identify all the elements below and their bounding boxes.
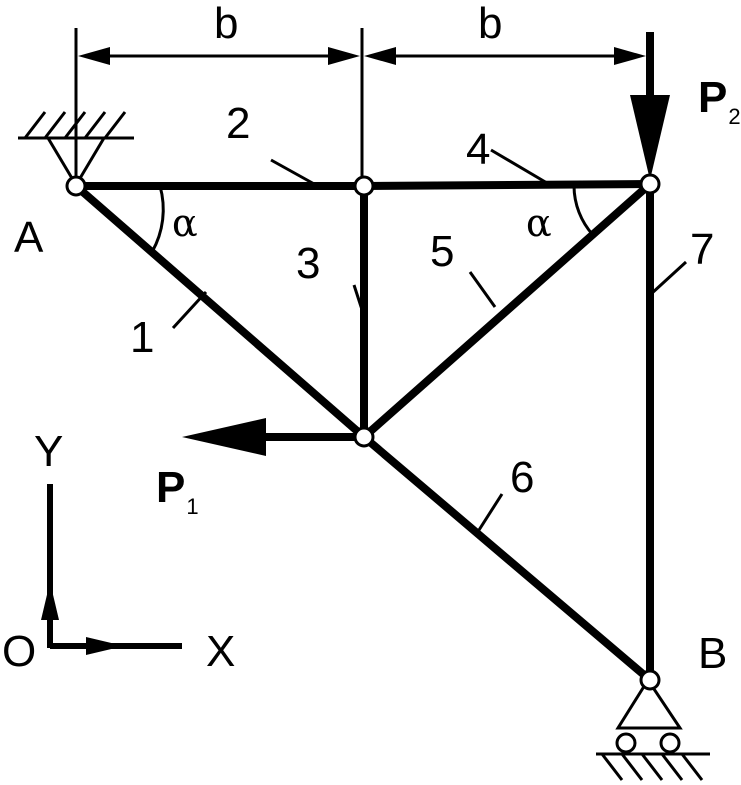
member-leader-lines xyxy=(171,148,688,531)
truss-joints xyxy=(65,173,661,691)
dimension-line-left xyxy=(78,47,360,65)
member-label-5: 5 xyxy=(430,227,455,276)
coordinate-axes xyxy=(41,484,182,655)
load-arrow-p2 xyxy=(630,32,670,180)
member-label-1: 1 xyxy=(130,313,155,362)
axis-label-y: Y xyxy=(34,427,64,476)
joint-top-middle xyxy=(353,175,375,197)
angle-arc-a xyxy=(150,185,165,253)
axis-label-origin: O xyxy=(2,627,37,676)
joint-b xyxy=(639,669,661,691)
dimension-line-right xyxy=(364,47,646,65)
joint-a xyxy=(65,175,87,197)
angle-label-left: α xyxy=(172,201,198,245)
member-1 xyxy=(72,182,368,441)
truss-members xyxy=(72,180,654,684)
node-label-a: A xyxy=(14,213,44,262)
load-arrow-p1 xyxy=(182,418,362,456)
node-label-b: B xyxy=(698,629,728,678)
dimension-label-right: b xyxy=(478,0,503,48)
dimension-extension-lines xyxy=(74,28,650,185)
angle-label-right: α xyxy=(526,201,552,245)
axis-label-x: X xyxy=(206,627,236,676)
load-label-p1: P1 xyxy=(156,463,199,519)
joint-top-right xyxy=(639,173,661,195)
roller-support-b xyxy=(596,677,710,781)
member-4 xyxy=(360,180,654,190)
joint-bottom-middle xyxy=(353,426,375,448)
angle-arc-right xyxy=(572,185,595,237)
load-label-p2: P2 xyxy=(698,73,741,129)
member-label-3: 3 xyxy=(296,239,321,288)
member-5 xyxy=(360,180,654,441)
member-label-7: 7 xyxy=(690,225,715,274)
dimension-label-left: b xyxy=(214,0,239,48)
member-label-2: 2 xyxy=(226,99,251,148)
member-6 xyxy=(360,433,654,684)
member-label-6: 6 xyxy=(510,453,535,502)
member-label-4: 4 xyxy=(466,125,491,174)
